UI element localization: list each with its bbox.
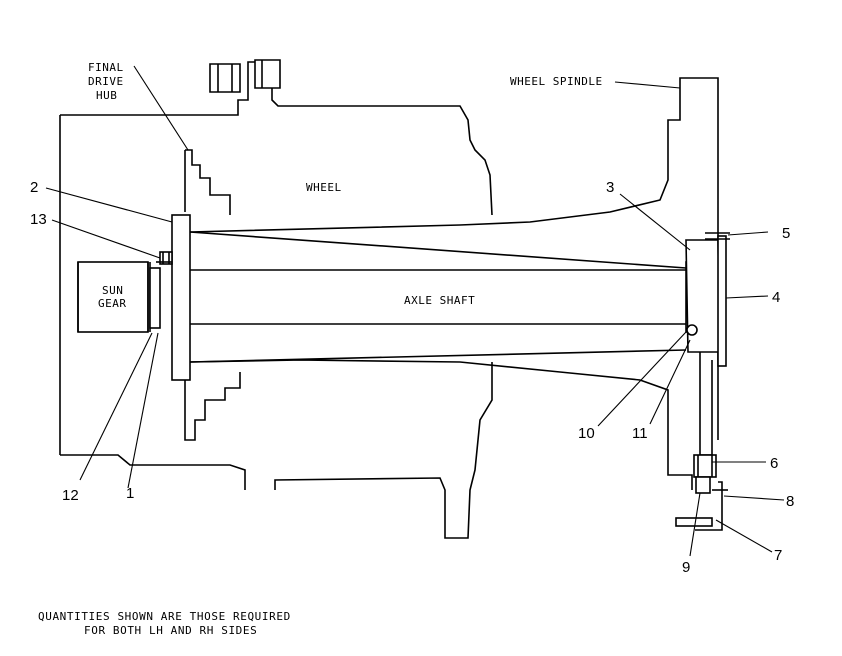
final-drive-hub-label-1: FINAL [88, 61, 124, 74]
callout-6: 6 [770, 455, 778, 472]
wheel-label: WHEEL [306, 181, 342, 194]
leader-lines [45, 65, 785, 557]
axle-shaft [189, 231, 693, 363]
callout-11: 11 [632, 425, 648, 442]
callout-1: 1 [126, 485, 134, 502]
callout-12: 12 [62, 487, 79, 504]
sun-gear-label-1: SUN [102, 284, 123, 297]
final-drive-hub-label-2: DRIVE [88, 75, 124, 88]
callout-7: 7 [774, 547, 782, 564]
callout-13: 13 [30, 211, 47, 228]
axle-shaft-label: AXLE SHAFT [404, 294, 475, 307]
final-drive-hub-outline [59, 59, 719, 455]
retainer-plate [156, 214, 191, 381]
quantities-note-line-2: FOR BOTH LH AND RH SIDES [84, 624, 257, 637]
callout-10: 10 [578, 425, 595, 442]
wheel-lower-outline [60, 359, 693, 539]
final-drive-hub-label-3: HUB [96, 89, 117, 102]
callout-4: 4 [772, 289, 780, 306]
wheel-spindle-label: WHEEL SPINDLE [510, 75, 603, 88]
callout-9: 9 [682, 559, 690, 576]
sun-gear [77, 261, 161, 333]
callout-2: 2 [30, 179, 38, 196]
end-cover-assembly [675, 232, 730, 531]
sun-gear-label-2: GEAR [98, 297, 127, 310]
callout-5: 5 [782, 225, 790, 242]
callout-3: 3 [606, 179, 614, 196]
callout-8: 8 [786, 493, 794, 510]
quantities-note-line-1: QUANTITIES SHOWN ARE THOSE REQUIRED [38, 610, 291, 623]
